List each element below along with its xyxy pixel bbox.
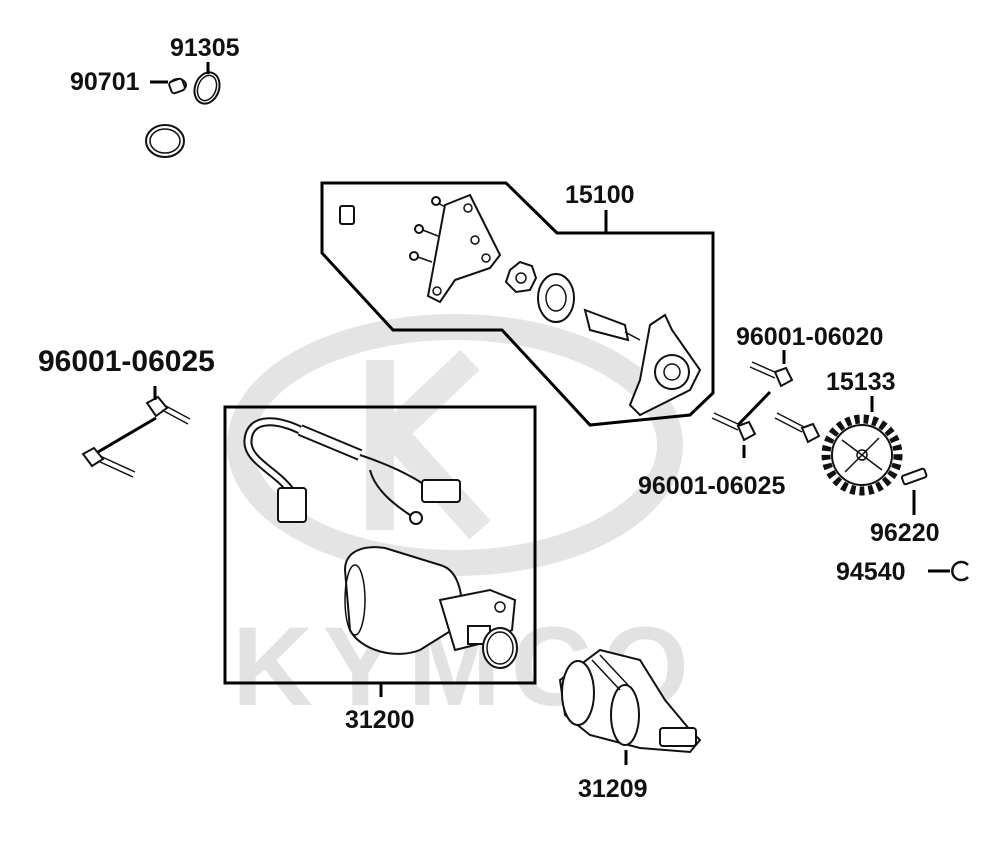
leader-96001-06020-link [736, 390, 772, 427]
mounting-plate [426, 193, 502, 304]
bolt-96001-06025-right-a[interactable] [711, 412, 757, 442]
wire-harness[interactable] [243, 417, 461, 525]
bolt-96001-06025-right-b[interactable] [774, 412, 821, 444]
part-90701-cap[interactable] [168, 77, 187, 95]
label-31200: 31200 [345, 706, 415, 734]
label-90701: 90701 [70, 68, 140, 96]
label-15100: 15100 [565, 181, 635, 209]
part-15133-sprocket[interactable] [821, 414, 903, 496]
label-31209: 31209 [578, 775, 648, 803]
screws [409, 196, 448, 263]
clutch-housing [537, 273, 575, 323]
harness-connector [421, 479, 461, 503]
starter-motor[interactable] [343, 546, 518, 669]
label-15133: 15133 [826, 368, 896, 396]
terminal-connector [277, 487, 307, 523]
bolt-96001-06025-left-lower[interactable] [81, 446, 136, 478]
shaft [583, 308, 630, 342]
label-96220: 96220 [870, 519, 940, 547]
label-96001-06025-left: 96001-06025 [38, 345, 215, 378]
kit-15100-parts[interactable] [339, 193, 702, 417]
part-31209-starter-clutch[interactable] [558, 648, 702, 754]
part-96220-pin[interactable] [900, 467, 928, 486]
part-91305-o-rings[interactable] [145, 69, 224, 158]
kit-15100-outline [320, 181, 715, 427]
label-94540: 94540 [836, 558, 906, 586]
label-91305: 91305 [170, 34, 240, 62]
watermark-ring [227, 314, 683, 576]
drive-gear-small [504, 260, 538, 294]
ground-terminal [409, 511, 423, 525]
bolt-96001-06020[interactable] [749, 361, 794, 388]
label-96001-06020: 96001-06020 [736, 323, 883, 351]
motor-o-ring [482, 627, 518, 669]
leader-96001-06025-left-link [97, 416, 157, 454]
label-96001-06025-right: 96001-06025 [638, 472, 785, 500]
bushing [339, 205, 355, 225]
part-94540-circlip[interactable] [951, 560, 969, 582]
